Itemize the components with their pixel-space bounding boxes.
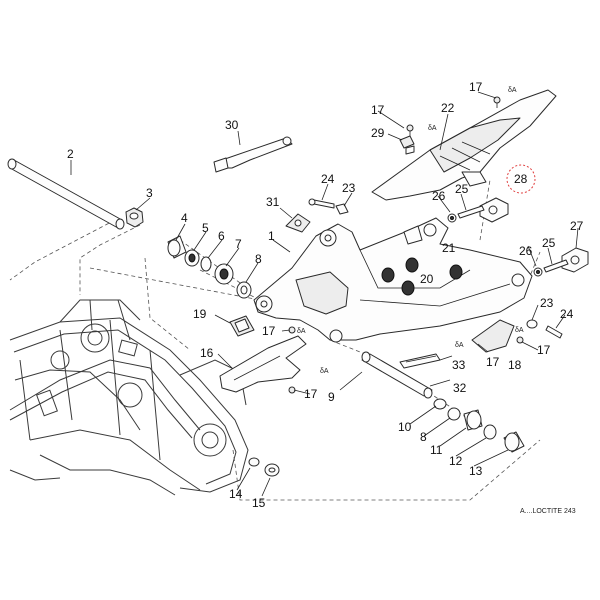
part-25-bolt-upper (457, 205, 485, 219)
callout-17: 17 (262, 324, 276, 338)
part-28-chain-adjuster (479, 197, 509, 223)
callout-12: 12 (449, 454, 463, 468)
callout-29: 29 (371, 126, 385, 140)
callout-22: 22 (441, 101, 455, 115)
callout-18: 18 (508, 358, 522, 372)
callout-11: 11 (430, 443, 443, 457)
callout-23: 23 (540, 296, 554, 310)
callout-25: 25 (455, 182, 469, 196)
part-2-pivot-axle (7, 158, 125, 230)
part-8-seal-lower (447, 407, 461, 421)
part-33-clip (399, 353, 441, 369)
part-22-chain-guard (371, 89, 557, 201)
loctite-markers: δA δA δA δA δA δA (297, 87, 524, 375)
loctite-marker: δA (428, 125, 437, 132)
callout-30: 30 (225, 118, 239, 132)
callout-8: 8 (420, 430, 427, 444)
callout-14: 14 (229, 487, 243, 501)
part-30-chain-guide-bracket (213, 136, 293, 173)
part-17-screws-guard (406, 96, 501, 136)
part-10-washer (433, 398, 447, 410)
callout-labels: 2 3 30 4 5 6 7 8 1 31 24 23 17 29 22 17 … (67, 80, 584, 510)
part-20-21-bearings (381, 257, 463, 296)
part-27-chain-adjuster (561, 247, 589, 273)
part-12-circlip (483, 424, 497, 440)
part-13-bushing (503, 431, 525, 453)
part-8-seal (236, 281, 252, 299)
assembly-guide-lines (9, 179, 541, 501)
part-25-bolt-lower (543, 259, 569, 273)
highlight-circle-part-28 (506, 164, 536, 194)
callout-31: 31 (266, 195, 280, 209)
callout-28: 28 (514, 172, 528, 186)
callout-17: 17 (486, 355, 500, 369)
callout-26: 26 (519, 244, 533, 258)
part-23-bushing-upper (335, 203, 349, 215)
callout-33: 33 (452, 358, 466, 372)
loctite-legend-note: A....LOCTITE 243 (520, 508, 576, 515)
callout-19: 19 (193, 307, 207, 321)
callout-5: 5 (202, 221, 209, 235)
part-24-bolt-upper (308, 198, 335, 209)
callout-1: 1 (268, 229, 275, 243)
callout-17: 17 (304, 387, 318, 401)
part-5-bearing (184, 249, 200, 267)
part-6-circlip (200, 256, 212, 272)
callout-15: 15 (252, 496, 266, 510)
leader-lines (70, 91, 579, 497)
part-31-bracket (285, 213, 311, 233)
part-7-bearing (214, 263, 234, 285)
frame-assembly (9, 299, 249, 496)
part-17-screws-slider (288, 326, 296, 394)
part-24-bolt-lower (545, 325, 563, 339)
callout-13: 13 (469, 464, 483, 478)
loctite-marker: δA (455, 342, 464, 349)
part-19-pad (229, 315, 255, 337)
part-26-washer-upper (447, 213, 457, 223)
callout-24: 24 (560, 307, 574, 321)
part-23-bushing-lower (526, 319, 538, 329)
callout-17: 17 (537, 343, 551, 357)
part-14-washer (248, 457, 260, 467)
part-29-clip (399, 135, 415, 155)
callout-4: 4 (181, 211, 188, 225)
part-3-nut (125, 207, 144, 228)
part-26-washer-lower (533, 267, 543, 277)
callout-23: 23 (342, 181, 356, 195)
part-11-bearing (463, 409, 483, 431)
callout-9: 9 (328, 390, 335, 404)
part-15-washer (264, 463, 280, 477)
part-32-9-axle-tube (361, 351, 433, 399)
callout-7: 7 (235, 237, 242, 251)
part-17-screw-lower-right (516, 336, 524, 344)
part-4-bushing (167, 235, 187, 259)
callout-2: 2 (67, 147, 74, 161)
callout-10: 10 (398, 420, 412, 434)
part-18-bracket (471, 319, 515, 353)
loctite-marker: δA (320, 368, 329, 375)
callout-17: 17 (371, 103, 385, 117)
callout-17: 17 (469, 80, 483, 94)
callout-26: 26 (432, 189, 446, 203)
callout-32: 32 (453, 381, 467, 395)
callout-20: 20 (420, 272, 434, 286)
loctite-marker: δA (508, 87, 517, 94)
loctite-marker: δA (297, 328, 306, 335)
part-1-swingarm (253, 217, 533, 343)
callout-25: 25 (542, 236, 556, 250)
callout-21: 21 (442, 241, 456, 255)
loctite-marker: δA (515, 327, 524, 334)
part-16-chain-slider (219, 335, 307, 393)
callout-8: 8 (255, 252, 262, 266)
callout-27: 27 (570, 219, 584, 233)
callout-24: 24 (321, 172, 335, 186)
callout-3: 3 (146, 186, 153, 200)
callout-16: 16 (200, 346, 214, 360)
callout-6: 6 (218, 229, 225, 243)
